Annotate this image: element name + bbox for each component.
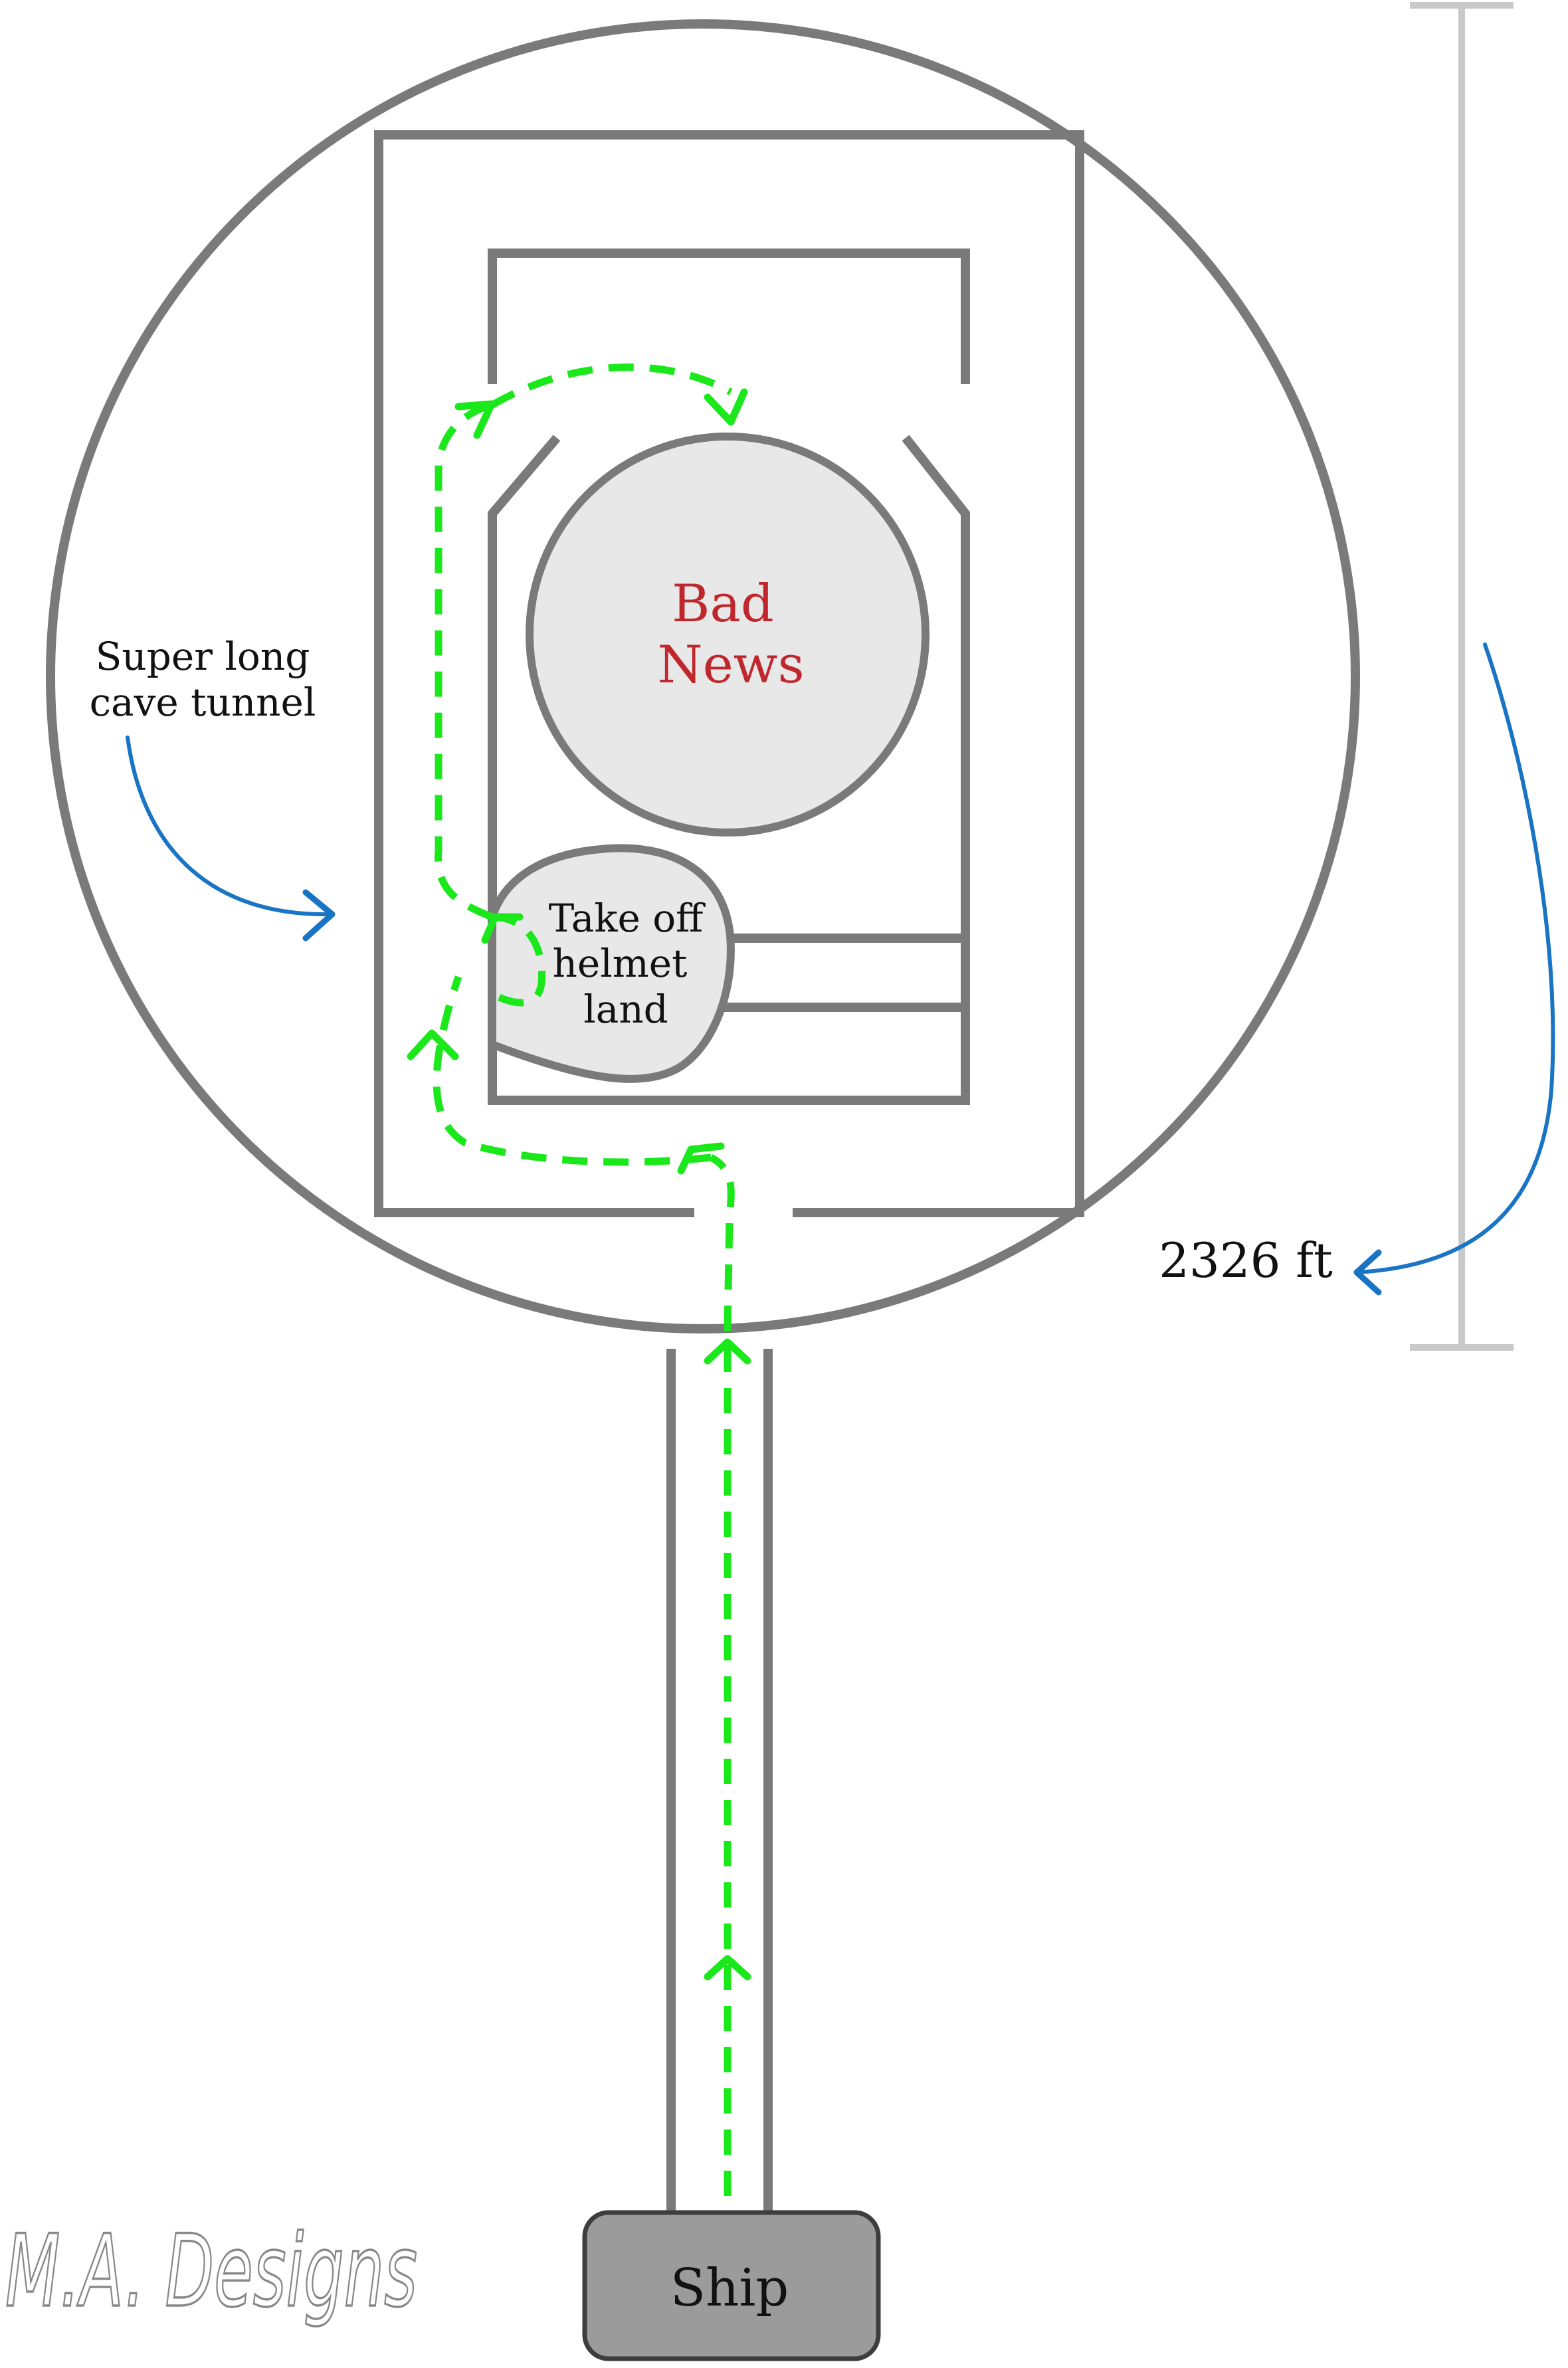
helmet-label-line1: Take off	[549, 896, 706, 941]
outer-chamber-wall	[374, 130, 1084, 1217]
designer-signature: M.A. Designs	[5, 2214, 417, 2329]
route-up-left-segment	[435, 401, 494, 921]
tunnel-label-line2: cave tunnel	[90, 680, 316, 725]
route-tunnel-segment	[709, 1154, 735, 2196]
tunnel-annotation-arrow	[126, 736, 334, 917]
route-arrowhead-6	[454, 400, 496, 439]
tunnel-annotation-arrowhead	[302, 889, 336, 941]
bad-news-label-line1: Bad	[672, 574, 774, 634]
ship-box	[582, 2210, 881, 2361]
helmet-label-line3: land	[583, 987, 668, 1032]
route-arrowhead-1	[704, 1955, 751, 1981]
route-arrowhead-5	[481, 913, 524, 944]
bad-news-chamber	[526, 433, 930, 837]
route-helmet-loop	[491, 913, 546, 1007]
tunnel-label-line1: Super long	[96, 634, 310, 679]
inner-chamber-top-wall	[488, 248, 970, 384]
helmet-label-line2: helmet	[553, 941, 688, 986]
distance-label: 2326 ft	[1159, 1233, 1333, 1288]
bad-news-label-line2: News	[657, 635, 804, 695]
route-arrowhead-7	[704, 388, 748, 426]
route-arrowhead-4	[407, 1029, 459, 1060]
ship-label: Ship	[670, 2258, 789, 2318]
route-inner-left-segment	[433, 975, 712, 1166]
route-top-arc-segment	[490, 363, 733, 409]
inner-chamber-left-wall	[488, 435, 970, 1105]
route-arrowhead-2	[704, 1338, 751, 1365]
outer-cave-circle	[46, 19, 1360, 1333]
distance-annotation-arrow	[1355, 642, 1555, 1274]
route-arrowhead-3	[677, 1142, 725, 1175]
helmet-landing-chamber	[488, 844, 735, 1083]
distance-annotation-arrowhead	[1353, 1249, 1382, 1296]
